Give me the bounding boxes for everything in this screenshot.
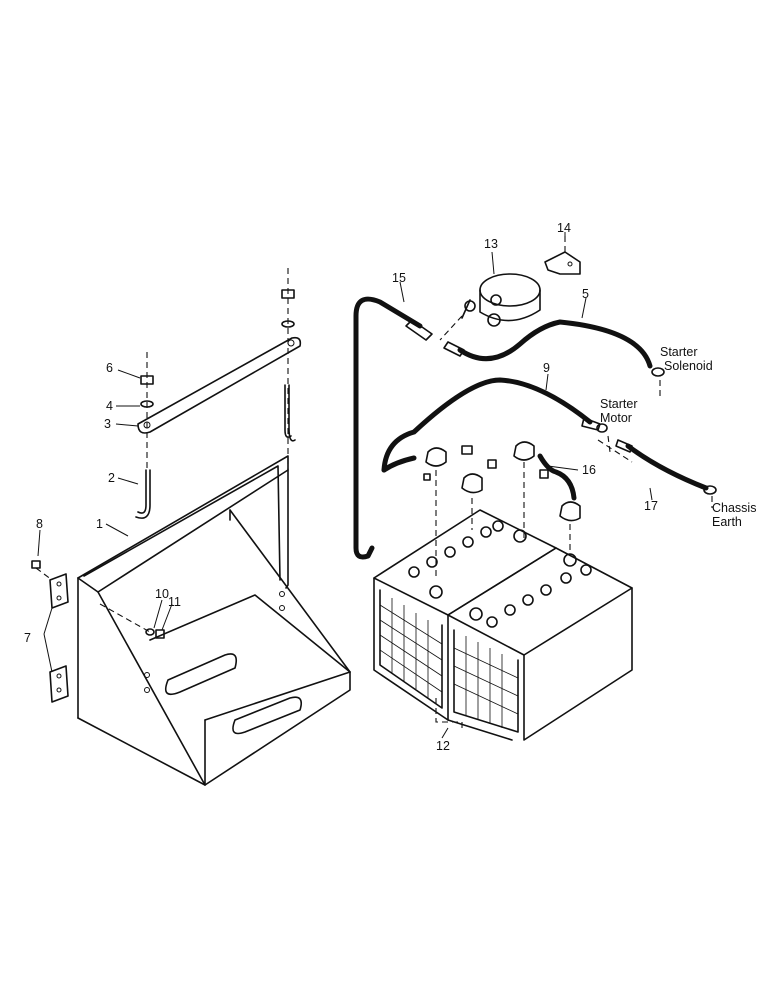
- cable-5-lug: [443, 341, 465, 357]
- callout-12: 12: [436, 739, 450, 753]
- starter-solenoid-line2: Solenoid: [664, 359, 713, 373]
- cable-16: [537, 453, 577, 501]
- battery-terminals: [423, 441, 581, 580]
- mounting-brackets: [43, 573, 69, 703]
- clamp-bar: [137, 336, 302, 434]
- callout-9: 9: [543, 361, 550, 375]
- callout-11: 11: [168, 595, 181, 609]
- callout-5: 5: [582, 287, 589, 301]
- chassis-earth-line1: Chassis: [712, 501, 756, 515]
- cable-15-lug: [405, 319, 433, 341]
- leader-lines: [37, 232, 713, 739]
- chassis-earth-line2: Earth: [712, 515, 742, 529]
- callout-8: 8: [36, 517, 43, 531]
- cable-9-end: [381, 455, 417, 473]
- battery-group-bracket: [435, 698, 463, 728]
- text-labels: Starter Solenoid Starter Motor Chassis E…: [600, 345, 756, 529]
- callout-6: 6: [106, 361, 113, 375]
- cable-17-lug: [615, 439, 633, 453]
- callout-14: 14: [557, 221, 571, 235]
- callout-numbers: 1 2 3 4 6 7 8 10 11 12 13 14 15 5 9 16 1…: [24, 221, 658, 753]
- starter-motor-line2: Motor: [600, 411, 632, 425]
- callout-2: 2: [108, 471, 115, 485]
- callout-3: 3: [104, 417, 111, 431]
- cable-5: [457, 319, 653, 369]
- screw: [31, 560, 53, 581]
- washer-nut-left: [140, 352, 154, 470]
- battery-left: [373, 509, 557, 721]
- solenoid-terminal: [651, 367, 665, 377]
- hook-bolt-right: [281, 268, 296, 470]
- callout-13: 13: [484, 237, 498, 251]
- cable-17: [625, 443, 709, 491]
- callout-1: 1: [96, 517, 103, 531]
- battery-tray: [77, 455, 351, 786]
- switch-bracket: [544, 236, 581, 275]
- j-bolt: [135, 469, 151, 519]
- cable-15: [353, 296, 423, 560]
- callout-17: 17: [644, 499, 658, 513]
- callout-10: 10: [155, 587, 169, 601]
- callout-16: 16: [582, 463, 596, 477]
- starter-solenoid-line1: Starter: [660, 345, 698, 359]
- battery-right: [447, 547, 633, 741]
- callout-15: 15: [392, 271, 406, 285]
- cable-9: [381, 377, 593, 473]
- starter-motor-line1: Starter: [600, 397, 638, 411]
- isolator-switch: [439, 273, 541, 341]
- callout-7: 7: [24, 631, 31, 645]
- small-nut-washer: [99, 603, 165, 639]
- callout-4: 4: [106, 399, 113, 413]
